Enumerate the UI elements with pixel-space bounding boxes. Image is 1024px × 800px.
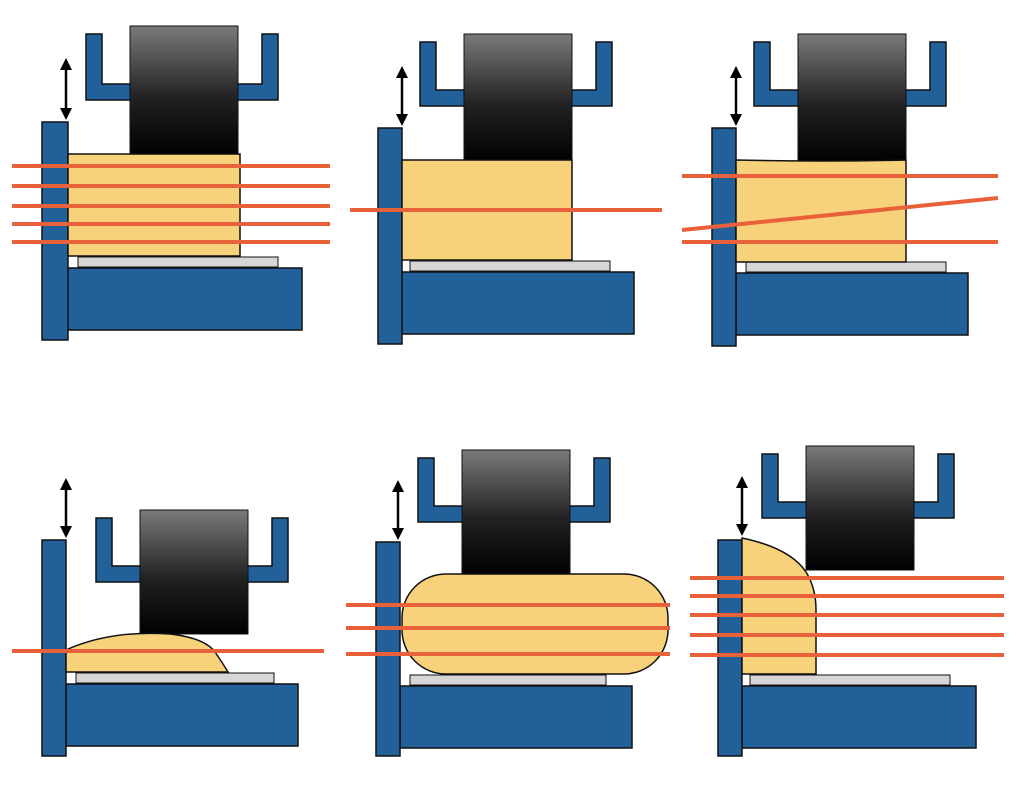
side-wall bbox=[375, 541, 401, 757]
base-block bbox=[65, 267, 303, 331]
side-wall bbox=[711, 127, 737, 347]
sample-bulged bbox=[401, 573, 669, 675]
vertical-arrow bbox=[730, 66, 742, 126]
laser-lines bbox=[681, 174, 999, 244]
panel-5 bbox=[346, 449, 670, 757]
bottom-plate bbox=[409, 260, 611, 272]
laser-lines bbox=[12, 164, 330, 244]
panel-6 bbox=[690, 445, 1004, 757]
panel-2 bbox=[350, 33, 662, 345]
laser-line-inclined bbox=[681, 196, 999, 232]
side-wall bbox=[41, 121, 69, 341]
base-block bbox=[399, 685, 633, 749]
piston bbox=[139, 509, 249, 635]
side-wall bbox=[717, 539, 743, 757]
piston bbox=[797, 33, 907, 163]
vertical-arrow bbox=[60, 478, 72, 538]
piston bbox=[463, 33, 573, 163]
side-wall bbox=[377, 127, 403, 345]
panel-3 bbox=[681, 33, 999, 347]
bottom-plate bbox=[745, 261, 947, 273]
laser-lines bbox=[346, 603, 670, 656]
laser-lines bbox=[690, 576, 1004, 657]
bottom-plate bbox=[77, 256, 279, 268]
bottom-plate bbox=[75, 672, 275, 684]
piston bbox=[805, 445, 915, 571]
base-block bbox=[735, 272, 969, 336]
base-block bbox=[399, 271, 635, 335]
panel-4 bbox=[12, 478, 324, 757]
panel-1 bbox=[12, 25, 330, 341]
vertical-arrow bbox=[736, 476, 748, 536]
bottom-plate bbox=[409, 674, 607, 686]
sample-slump bbox=[741, 537, 817, 675]
base-block bbox=[65, 683, 299, 747]
side-wall bbox=[41, 539, 67, 757]
base-block bbox=[741, 685, 977, 749]
vertical-arrow bbox=[396, 66, 408, 126]
sample-block bbox=[735, 159, 907, 263]
vertical-arrow bbox=[60, 58, 72, 120]
piston bbox=[461, 449, 571, 575]
vertical-arrow bbox=[392, 480, 404, 540]
piston bbox=[129, 25, 239, 157]
bottom-plate bbox=[749, 674, 951, 686]
